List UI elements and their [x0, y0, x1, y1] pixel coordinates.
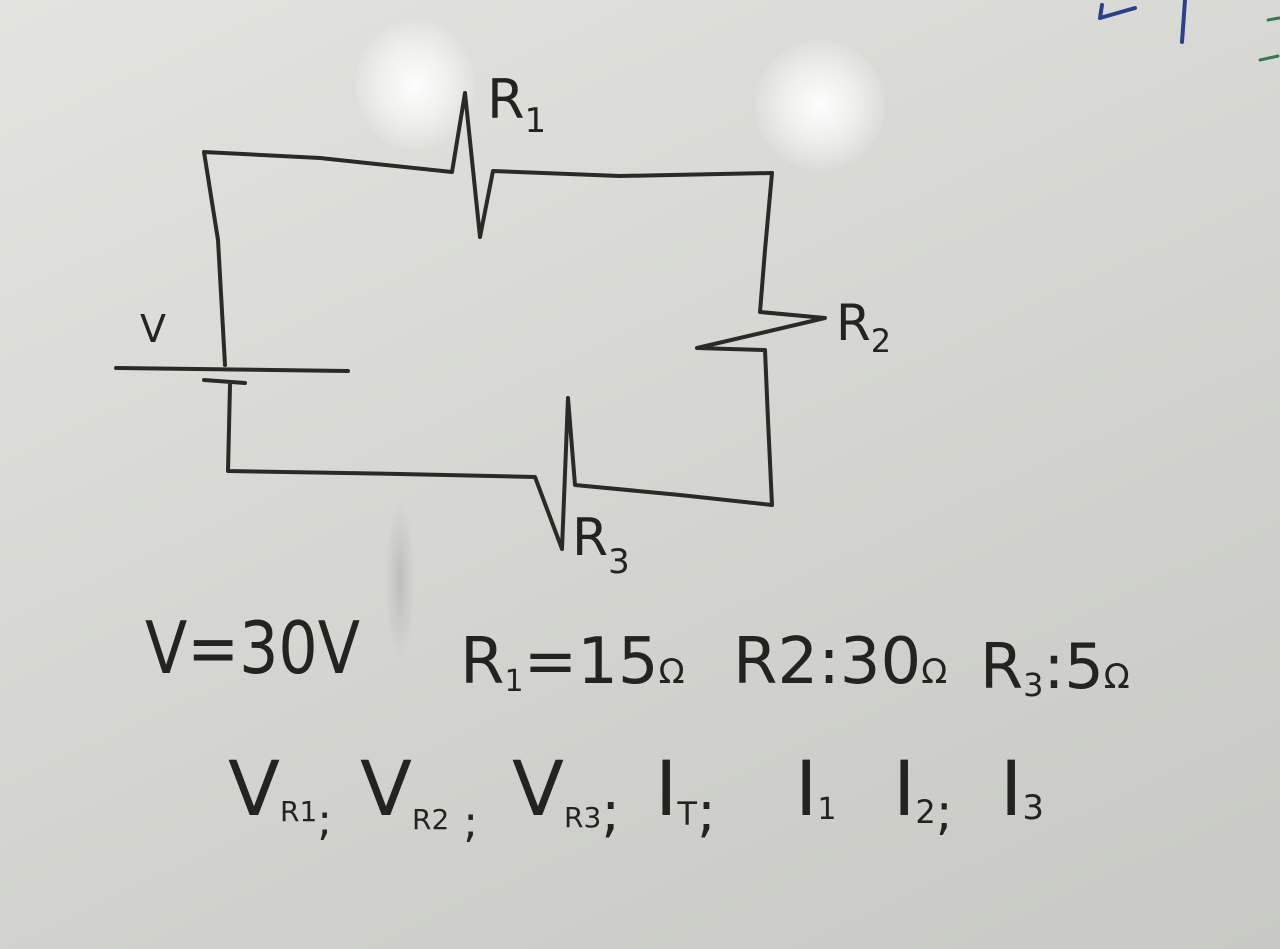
unknowns-list: VR1; VR2; VR3; IT; I1 I2; I3: [228, 744, 1044, 848]
unknown-main: V: [360, 744, 412, 833]
resistor-label-r1: R1: [487, 68, 546, 141]
given-r1-index: 1: [504, 664, 523, 699]
unknown-sep: ;: [317, 795, 332, 846]
unknown-sub: 1: [817, 792, 836, 827]
unknown-sub: R2: [412, 803, 449, 836]
unknown-main: I: [893, 744, 915, 833]
given-r2-letter: R: [733, 625, 777, 699]
unknown-sub: 2: [915, 793, 935, 831]
green-marker-stroke: [1258, 16, 1280, 62]
top-wire: [202, 91, 774, 367]
blue-marker-stroke: [1098, 0, 1187, 44]
unknown-sub: T: [676, 795, 697, 833]
battery-short-plate: [202, 378, 247, 385]
r1-index: 1: [525, 101, 547, 141]
unknown-main: I: [655, 744, 677, 833]
r2-letter: R: [836, 294, 871, 352]
unknown-sep: ;: [936, 783, 953, 841]
unknown-sep: ;: [697, 780, 716, 845]
unknown-vr3: VR3;: [512, 744, 620, 845]
unknown-main: V: [228, 744, 280, 833]
r1-letter: R: [487, 68, 525, 131]
unknown-i3: I3: [1000, 744, 1044, 833]
unknown-sub: R3: [564, 801, 601, 834]
r3-letter: R: [572, 508, 608, 568]
unknown-i2: I2;: [893, 744, 953, 841]
given-r2-value: 2:30: [777, 625, 921, 699]
given-r1: R1=15Ω: [460, 625, 685, 699]
unknown-sep: ;: [601, 780, 620, 845]
r3-index: 3: [608, 542, 630, 582]
unknown-sub: R1: [280, 795, 317, 828]
given-voltage: V=30V: [145, 606, 360, 690]
resistor-label-r3: R3: [572, 508, 630, 582]
unknown-sep: ;: [463, 797, 478, 848]
unknown-main: I: [795, 744, 817, 833]
given-r1-value: =15: [524, 625, 659, 699]
battery-long-plate: [114, 366, 350, 373]
given-r2: R2:30Ω: [733, 625, 947, 699]
unknown-vr2: VR2;: [360, 744, 478, 848]
given-r1-letter: R: [460, 625, 504, 699]
given-r2-ohm: Ω: [921, 652, 947, 692]
given-r3-letter: R: [980, 630, 1023, 703]
source-label: V: [140, 307, 166, 351]
resistor-label-r2: R2: [836, 294, 891, 360]
given-r1-ohm: Ω: [659, 652, 685, 692]
unknown-i1: I1: [795, 744, 837, 833]
given-r3-ohm: Ω: [1104, 657, 1130, 697]
given-r3-value: :5: [1043, 630, 1103, 703]
right-wire: [695, 171, 827, 507]
unknown-main: V: [512, 744, 564, 833]
unknown-main: I: [1000, 744, 1022, 833]
bottom-wire: [226, 383, 774, 551]
given-r3-index: 3: [1023, 666, 1043, 704]
given-r3: R3:5Ω: [980, 630, 1130, 704]
r2-index: 2: [871, 322, 891, 360]
unknown-vr1: VR1;: [228, 744, 332, 846]
unknown-sub: 3: [1022, 788, 1044, 828]
unknown-it: IT;: [655, 744, 716, 845]
